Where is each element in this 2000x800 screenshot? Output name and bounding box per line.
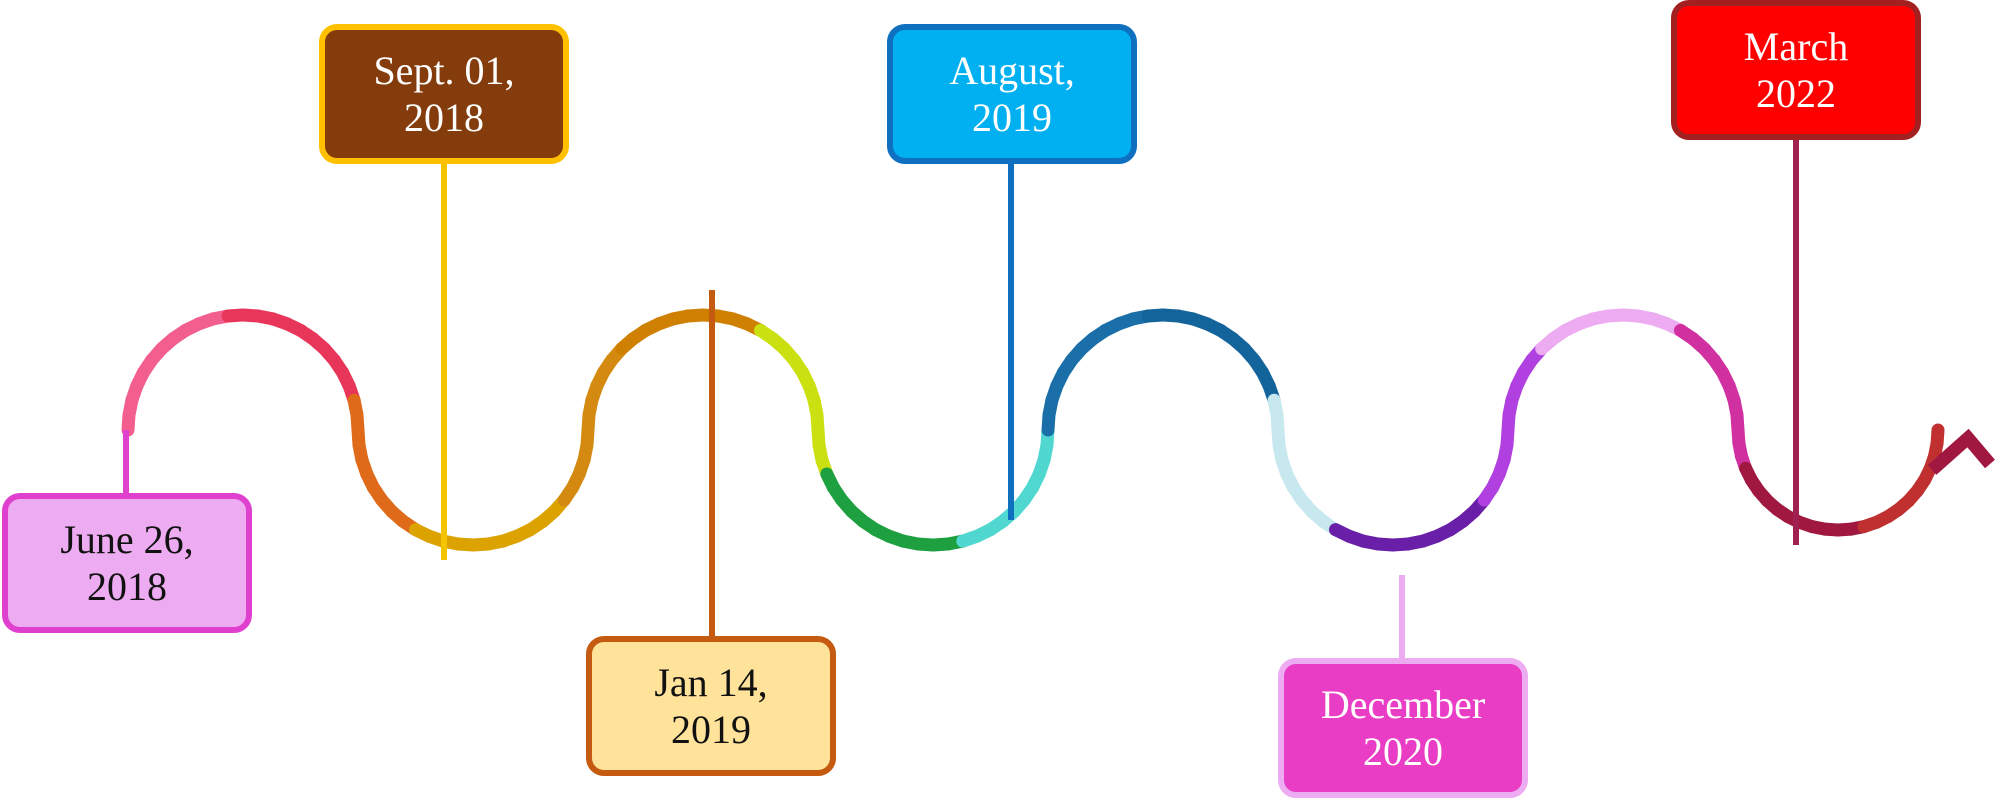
event-box-jan-2019: Jan 14, 2019: [586, 636, 836, 776]
event-box-sept-2018: Sept. 01, 2018: [319, 24, 569, 164]
connector-lines: [123, 140, 1799, 658]
event-box-aug-2019: August, 2019: [887, 24, 1137, 164]
event-box-mar-2022: March 2022: [1671, 0, 1921, 140]
wave-segment: [1930, 423, 1945, 450]
timeline-wave: [121, 308, 1945, 552]
event-box-june-2018: June 26, 2018: [2, 493, 252, 633]
arrow-head-icon: [1927, 428, 1995, 475]
event-box-dec-2020: December 2020: [1278, 658, 1528, 798]
